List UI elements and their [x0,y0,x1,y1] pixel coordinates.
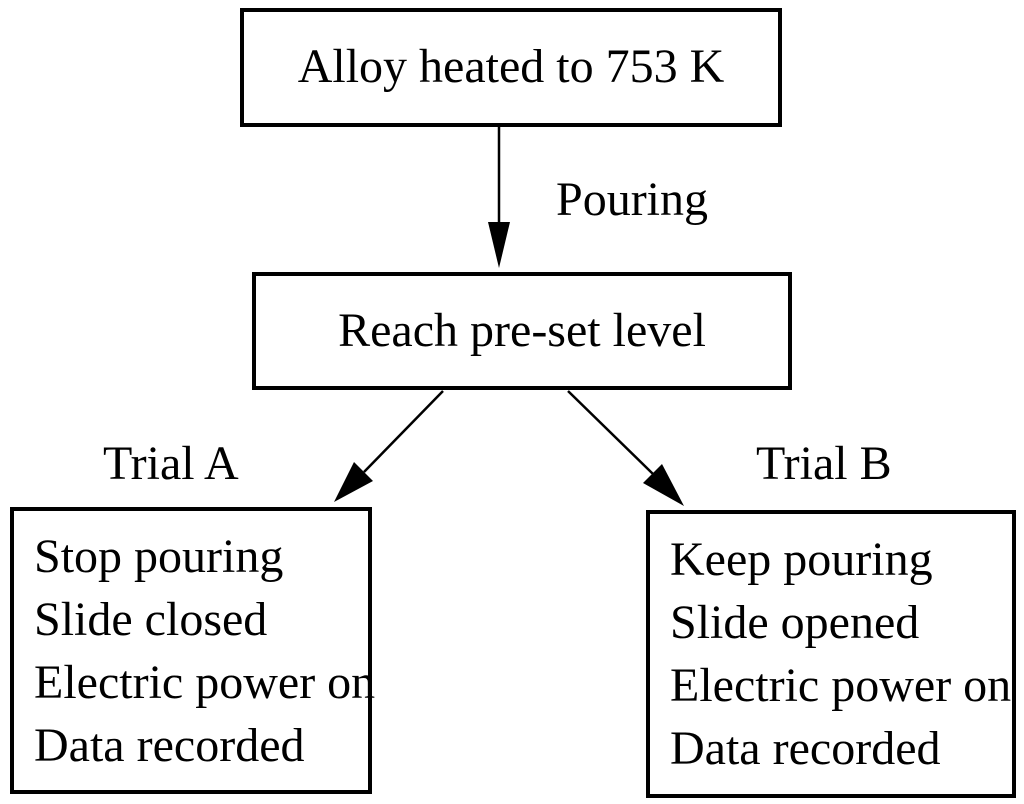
pouring-arrowhead [488,222,510,268]
step-line: Keep pouring [670,533,933,586]
node-reach-level: Reach pre-set level [252,272,792,390]
step-line: Stop pouring [34,529,284,583]
step-line: Slide closed [34,592,268,646]
trial-b-branch-label: Trial B [756,437,892,490]
node-reach-level-label: Reach pre-set level [338,303,706,357]
step-line: Data recorded [34,718,305,772]
trial-a-branch-label: Trial A [103,437,239,490]
step-line: Electric power on [34,655,376,709]
step-line: Data recorded [670,722,941,775]
pouring-edge-label: Pouring [556,173,709,226]
node-trial-b-steps: Keep pouring Slide opened Electric power… [646,510,1016,798]
trial-a-arrowhead [334,462,373,502]
node-alloy-heated-label: Alloy heated to 753 K [297,40,725,94]
node-alloy-heated: Alloy heated to 753 K [240,8,782,127]
trial-a-arrow-line [363,390,444,473]
trial-b-arrowhead [643,464,684,506]
step-line: Slide opened [670,596,920,649]
node-trial-a-steps: Stop pouring Slide closed Electric power… [10,507,376,794]
step-line: Electric power on [670,659,1012,712]
trial-b-arrow-line [567,390,654,475]
